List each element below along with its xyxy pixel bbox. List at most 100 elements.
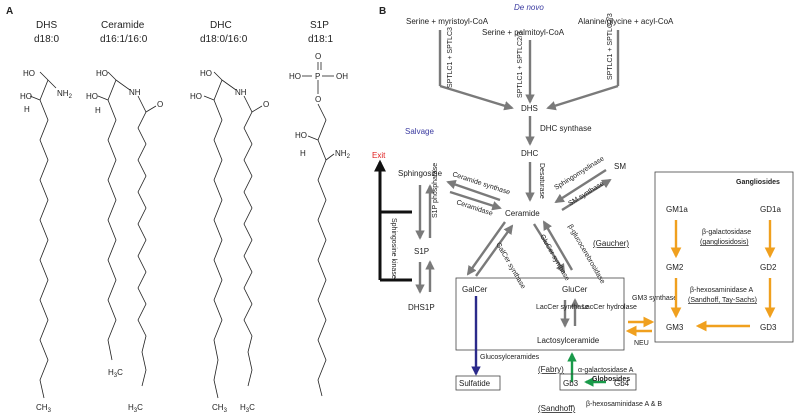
node-s1p: S1P xyxy=(414,247,429,256)
node-lactosylceramide: Lactosylceramide xyxy=(537,336,600,345)
dhc-ho-2: HO xyxy=(190,92,202,101)
glycolipid-box xyxy=(455,277,625,351)
sphingosine-kinase-label: Sphingosine kinase xyxy=(390,218,397,279)
sm-synthase-label: SM synthase xyxy=(567,180,605,207)
node-gm2: GM2 xyxy=(666,263,684,272)
globosides-label: Globosides xyxy=(592,376,630,383)
beta-galactosidase-label: β-galactosidase xyxy=(702,229,751,236)
serine-palmitoyl: Serine + palmitoyl-CoA xyxy=(482,28,565,37)
arrow-ceramide-sm xyxy=(561,178,612,212)
s1p-h: H xyxy=(300,149,306,158)
exit-label: Exit xyxy=(372,151,386,160)
s1p-ho-2: HO xyxy=(295,131,307,140)
arrow-ceramide-galcer xyxy=(466,221,506,276)
ceramide-nh: NH xyxy=(129,88,141,97)
node-dhc: DHC xyxy=(521,149,539,158)
gangliosidosis-label: (gangliosidosis) xyxy=(700,239,749,246)
node-sulfatide: Sulfatide xyxy=(459,379,491,388)
sulfatide-box xyxy=(455,375,501,391)
fabry-label: (Fabry) xyxy=(538,365,564,374)
arrow-alanine-dhs xyxy=(546,84,619,111)
node-gd2: GD2 xyxy=(760,263,777,272)
ceramide-ho: HO xyxy=(96,69,108,78)
galcer-synthase-label: GalCer synthase xyxy=(494,242,526,291)
dhs-nh2: NH2 xyxy=(57,89,73,100)
dhs-h: H xyxy=(24,105,30,114)
node-dhs: DHS xyxy=(521,104,538,113)
beta-glucocerebrosidase-label: β-glucocerebrosidase xyxy=(566,224,606,286)
ceramide-structure: HO HO NH O H H3C H3C xyxy=(86,69,163,414)
salvage-label: Salvage xyxy=(405,127,434,136)
dhs-notation: d18:0 xyxy=(34,34,59,45)
s1p-o-top: O xyxy=(315,52,321,61)
dhc-ch3: CH3 xyxy=(212,403,228,414)
s1p-title: S1P xyxy=(310,20,329,31)
beta-hex-a-label: β-hexosaminidase A xyxy=(690,287,754,294)
s1p-oh: OH xyxy=(336,72,348,81)
arrow-sphingosine-ceramide xyxy=(449,190,502,211)
sptlc-label-2: SPTLC1 + SPTLC2/3 xyxy=(517,31,524,98)
node-galcer: GalCer xyxy=(462,285,488,294)
dhs-ho-2: HO xyxy=(20,92,32,101)
dhs-ch3: CH3 xyxy=(36,403,52,414)
gangliosides-box xyxy=(654,171,794,343)
dhc-h3c: H3C xyxy=(240,403,255,414)
dhc-notation: d18:0/16:0 xyxy=(200,34,248,45)
node-ceramide: Ceramide xyxy=(505,209,540,218)
ceramide-h3c-2: H3C xyxy=(128,403,143,414)
ceramide-ho-2: HO xyxy=(86,92,98,101)
de-novo-label: De novo xyxy=(514,3,544,12)
serine-myristoyl: Serine + myristoyl-CoA xyxy=(406,17,489,26)
s1p-notation: d18:1 xyxy=(308,34,333,45)
glucosylceramides-label: Glucosylceramides xyxy=(480,354,540,361)
ceramide-h3c-1: H3C xyxy=(108,368,123,379)
dhc-nh: NH xyxy=(235,88,247,97)
arrow-ceramide-glucer xyxy=(532,223,566,274)
desaturase-label: Desaturase xyxy=(538,163,545,199)
alanine-glycine: Alanine/glycine + acyl-CoA xyxy=(578,17,674,26)
node-sm: SM xyxy=(614,162,626,171)
dhc-ho: HO xyxy=(200,69,212,78)
dhs-title: DHS xyxy=(36,20,57,31)
node-dhs1p: DHS1P xyxy=(408,303,435,312)
panel-a: A DHS d18:0 Ceramide d16:1/16:0 DHC d18:… xyxy=(6,6,351,414)
s1p-nh2: NH2 xyxy=(335,149,351,160)
dhc-synthase-label: DHC synthase xyxy=(540,124,592,133)
s1p-structure: O P HO OH O HO NH2 H xyxy=(289,52,351,397)
sptlc-label-3: SPTLC1 + SPTLC2/3 xyxy=(607,13,614,80)
node-gm3: GM3 xyxy=(666,323,684,332)
dhs-ho: HO xyxy=(23,69,35,78)
beta-hex-label: β-hexosaminidase A & B xyxy=(586,401,662,408)
ceramide-h: H xyxy=(95,106,101,115)
alpha-gal-label: α-galactosidase A xyxy=(578,367,634,374)
ceramide-title: Ceramide xyxy=(101,20,145,31)
arrow-glucer-ceramide xyxy=(542,220,574,271)
dhc-title: DHC xyxy=(210,20,232,31)
ceramide-o: O xyxy=(157,100,163,109)
dhs-structure: HO HO NH2 H CH3 xyxy=(20,69,73,414)
sandhoff-tay-label: (Sandhoff, Tay-Sachs) xyxy=(688,297,757,304)
sandhoff-label: (Sandhoff) xyxy=(538,404,576,413)
globosides-box xyxy=(559,373,637,391)
node-gm1a: GM1a xyxy=(666,205,688,214)
arrow-ceramide-sphingosine xyxy=(446,179,501,202)
laccer-hydrolase-label: LacCer hydrolase xyxy=(582,304,637,311)
s1p-phosphatase-label: S1P phosphatase xyxy=(432,163,439,218)
gaucher-label: (Gaucher) xyxy=(593,239,629,248)
node-gb3: Gb3 xyxy=(563,379,579,388)
arrow-myristoyl-dhs xyxy=(439,84,514,111)
ceramide-notation: d16:1/16:0 xyxy=(100,34,148,45)
arrow-sm-ceramide xyxy=(554,168,607,204)
neu-label: NEU xyxy=(634,340,649,347)
panel-b: B De novo Serine + myristoyl-CoA Alanine… xyxy=(372,3,794,413)
node-gd3: GD3 xyxy=(760,323,777,332)
arrow-galcer-ceramide xyxy=(475,224,514,277)
panel-b-label: B xyxy=(379,6,386,17)
node-glucer: GluCer xyxy=(562,285,588,294)
laccer-synthase-label: LacCer synthase xyxy=(536,304,589,311)
dhc-structure: HO HO NH O CH3 H3C xyxy=(190,69,269,414)
s1p-p: P xyxy=(315,72,320,81)
node-sphingosine: Sphingosine xyxy=(398,169,443,178)
panel-a-label: A xyxy=(6,6,13,17)
